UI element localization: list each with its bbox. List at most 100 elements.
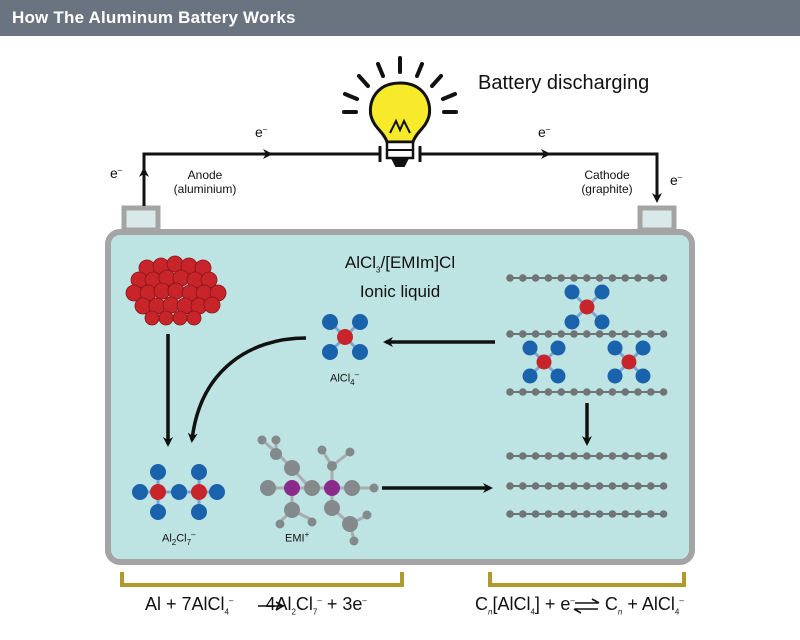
graphite-atom [595,330,604,338]
graphite-atom [659,274,668,282]
graphite-atom [621,482,629,490]
reaction-arrow [258,601,285,611]
graphite-atom [634,452,642,460]
graphite-atom [519,330,527,338]
graphite-atom [608,388,617,396]
graphite-atom [659,510,668,518]
electron-label-wire-right: e– [538,124,551,140]
graphite-atom [544,482,553,490]
graphite-atom [621,452,629,460]
graphite-atom [531,274,540,282]
graphite-atom [570,330,578,338]
graphite-atom [659,452,668,460]
graphite-atom [659,388,668,396]
battery-cell [105,229,695,565]
graphite-atom [570,510,578,518]
graphite-atom [506,482,514,490]
graphite-atom [519,452,527,460]
graphite-atom [608,330,617,338]
graphite-atom [647,274,655,282]
graphite-atom [506,510,514,518]
graphite-atom [595,482,604,490]
graphite-atom [544,330,553,338]
graphite-atom [621,274,629,282]
graphite-atom [608,510,617,518]
graphite-atom [647,510,655,518]
graphite-atom [570,482,578,490]
cathode-terminal [637,205,677,233]
header-title: How The Aluminum Battery Works [12,8,296,27]
cathode-bracket [488,572,686,587]
graphite-atom [531,388,540,396]
graphite-atom [506,388,514,396]
graphite-atom [583,452,591,460]
graphite-atom [659,482,668,490]
graphite-atom [583,330,591,338]
graphite-atom [595,510,604,518]
graphite-atom [634,388,642,396]
graphite-atom [595,274,604,282]
graphite-atom [506,274,514,282]
graphite-atom [634,482,642,490]
anode-label: Anode(aluminium) [173,168,237,196]
graphite-atom [519,482,527,490]
alcl4-molecule [322,314,368,360]
header-bar: How The Aluminum Battery Works [0,0,800,36]
electron-label-anode-side: e– [110,165,123,181]
graphite-atom [647,482,655,490]
arrow-alcl4-curve [187,336,307,443]
alcl4-label: AlCl4– [330,370,360,387]
graphite-atom [608,452,617,460]
graphite-atom [544,452,553,460]
graphite-atom [583,388,591,396]
graphite-atom [621,388,629,396]
graphite-atom [634,330,642,338]
graphite-atom [531,330,540,338]
al2cl7-molecule [132,464,225,520]
graphite-atom [557,510,565,518]
graphite-atom [544,274,553,282]
state-label: Battery discharging [478,72,650,94]
graphite-atom [583,274,591,282]
graphite-atom [557,388,565,396]
cathode-reaction: Cn[AlCl4] + e–Cn + AlCl4– [475,594,684,617]
graphite-atom [506,452,514,460]
graphite-atom [608,482,617,490]
graphite-atom [519,510,527,518]
graphite-atom [519,274,527,282]
emi-label: EMI+ [285,530,310,545]
graphite-atom [608,274,617,282]
graphite-atom [595,388,604,396]
graphite-atom [621,330,629,338]
graphite-atom [506,330,514,338]
electron-label-wire-left: e– [255,124,268,140]
graphite-atom [647,452,655,460]
al2cl7-label: Al2Cl7– [162,530,196,547]
graphite-atom [531,482,540,490]
electrolyte-label: AlCl3/[EMIm]Cl Ionic liquid [344,253,456,302]
graphite-atom [544,510,553,518]
graphite-atom [570,452,578,460]
anode-reaction: Al + 7AlCl4–4Al2Cl7– + 3e– [145,594,367,617]
graphite-atom [583,482,591,490]
graphite-atom [557,330,565,338]
graphite-atom [634,510,642,518]
graphite-atom [519,388,527,396]
graphite-atom [531,452,540,460]
graphite-atom [557,482,565,490]
graphite-atom [647,388,655,396]
equilibrium-arrow [573,598,600,614]
intercalated-alcl4 [522,284,651,384]
graphite-atom [583,510,591,518]
graphite-atom [531,510,540,518]
graphite-atom [621,510,629,518]
cathode-label: Cathode(graphite) [581,168,633,196]
anode-terminal [121,205,161,233]
graphite-atom [647,330,655,338]
graphite-atoms [506,274,668,518]
emi-molecule [257,435,379,546]
graphite-atom [557,274,565,282]
aluminium-lattice [125,255,227,326]
graphite-atom [634,274,642,282]
